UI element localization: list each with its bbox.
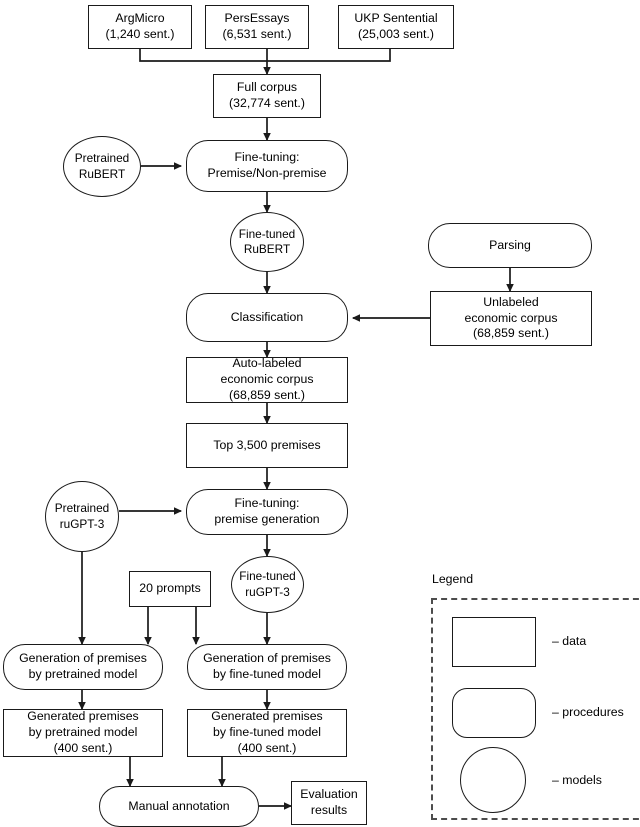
node-argmicro[interactable]: ArgMicro (1,240 sent.) bbox=[88, 5, 192, 49]
node-pretrained-rubert-line1: Pretrained bbox=[74, 151, 130, 166]
node-generated-finetuned-line3: (400 sent.) bbox=[237, 740, 297, 755]
node-ukp-line1: UKP Sentential bbox=[354, 11, 438, 26]
node-ukp-sentential[interactable]: UKP Sentential (25,003 sent.) bbox=[338, 5, 454, 49]
node-generated-finetuned-line1: Generated premises bbox=[211, 709, 323, 724]
node-unlabeled-line1: Unlabeled bbox=[483, 294, 539, 309]
node-persessays-line1: PersEssays bbox=[224, 11, 290, 26]
node-parsing[interactable]: Parsing bbox=[428, 223, 592, 268]
node-argmicro-line1: ArgMicro bbox=[115, 11, 165, 26]
node-gen-finetuned-line2: by fine-tuned model bbox=[212, 667, 321, 681]
node-generated-finetuned-line2: by fine-tuned model bbox=[212, 725, 321, 740]
node-generation-by-finetuned-model[interactable]: Generation of premises by fine-tuned mod… bbox=[187, 644, 347, 690]
node-generated-premises-finetuned[interactable]: Generated premises by fine-tuned model (… bbox=[187, 709, 347, 757]
node-finetuned-rubert-line1: Fine-tuned bbox=[238, 226, 296, 241]
legend-shape-models bbox=[460, 747, 526, 813]
node-manual-annotation[interactable]: Manual annotation bbox=[99, 786, 259, 827]
node-finetuning-pnp-line1: Fine-tuning: bbox=[234, 150, 300, 165]
node-generated-pretrained-line1: Generated premises bbox=[27, 709, 139, 724]
node-generation-by-pretrained-model[interactable]: Generation of premises by pretrained mod… bbox=[3, 644, 163, 690]
node-finetuning-premise-nonpremise[interactable]: Fine-tuning: Premise/Non-premise bbox=[186, 140, 348, 192]
node-finetuned-rugpt-line2: ruGPT-3 bbox=[245, 584, 290, 599]
node-finetuning-pnp-line2: Premise/Non-premise bbox=[207, 166, 327, 180]
node-persessays-line2: (6,531 sent.) bbox=[222, 27, 292, 41]
node-generated-pretrained-line3: (400 sent.) bbox=[53, 740, 113, 755]
node-finetuned-rubert[interactable]: Fine-tuned RuBERT bbox=[230, 212, 304, 272]
node-generated-pretrained-line2: by pretrained model bbox=[28, 725, 138, 740]
node-manual-annotation-line1: Manual annotation bbox=[128, 798, 230, 813]
node-autolabeled-line2: economic corpus bbox=[220, 372, 314, 387]
legend-label-data: – data bbox=[552, 634, 587, 648]
node-autolabeled-line3: (68,859 sent.) bbox=[229, 387, 305, 402]
node-evaluation-line2: results bbox=[310, 803, 348, 817]
node-finetuned-rugpt-line1: Fine-tuned bbox=[239, 569, 296, 584]
node-classification-line1: Classification bbox=[230, 309, 304, 324]
node-top-premises-line1: Top 3,500 premises bbox=[213, 437, 321, 452]
node-top-premises[interactable]: Top 3,500 premises bbox=[186, 423, 348, 468]
legend-container bbox=[431, 598, 640, 820]
node-full-corpus-line1: Full corpus bbox=[236, 80, 298, 95]
node-ukp-line2: (25,003 sent.) bbox=[358, 27, 434, 41]
node-autolabeled-line1: Auto-labeled bbox=[232, 356, 302, 371]
node-finetuning-gen-line1: Fine-tuning: bbox=[234, 496, 300, 511]
edge-sources-bus bbox=[139, 49, 391, 62]
legend-label-models: – models bbox=[552, 773, 602, 787]
legend-shape-data bbox=[452, 617, 536, 667]
node-full-corpus-line2: (32,774 sent.) bbox=[229, 96, 305, 110]
node-pretrained-rubert-line2: RuBERT bbox=[78, 166, 126, 181]
node-finetuning-premise-generation[interactable]: Fine-tuning: premise generation bbox=[186, 489, 348, 535]
node-gen-pretrained-line2: by pretrained model bbox=[28, 667, 138, 681]
node-parsing-line1: Parsing bbox=[489, 237, 531, 252]
node-generated-premises-pretrained[interactable]: Generated premises by pretrained model (… bbox=[3, 709, 163, 757]
node-20-prompts[interactable]: 20 prompts bbox=[129, 571, 211, 607]
node-full-corpus[interactable]: Full corpus (32,774 sent.) bbox=[213, 74, 321, 118]
node-finetuning-gen-line2: premise generation bbox=[214, 512, 320, 526]
node-evaluation-results[interactable]: Evaluation results bbox=[291, 781, 367, 825]
legend-title: Legend bbox=[432, 572, 474, 586]
node-gen-pretrained-line1: Generation of premises bbox=[19, 651, 147, 666]
node-unlabeled-line3: (68,859 sent.) bbox=[473, 326, 549, 341]
node-classification[interactable]: Classification bbox=[186, 293, 348, 342]
node-evaluation-line1: Evaluation bbox=[300, 787, 358, 802]
node-pretrained-rugpt-line2: ruGPT-3 bbox=[59, 516, 105, 531]
node-finetuned-rugpt3[interactable]: Fine-tuned ruGPT-3 bbox=[231, 556, 304, 613]
node-pretrained-rugpt3[interactable]: Pretrained ruGPT-3 bbox=[45, 481, 119, 552]
node-unlabeled-economic-corpus[interactable]: Unlabeled economic corpus (68,859 sent.) bbox=[430, 291, 592, 346]
node-gen-finetuned-line1: Generation of premises bbox=[203, 651, 331, 666]
node-persessays[interactable]: PersEssays (6,531 sent.) bbox=[205, 5, 309, 49]
node-finetuned-rubert-line2: RuBERT bbox=[243, 242, 291, 256]
node-pretrained-rubert[interactable]: Pretrained RuBERT bbox=[63, 136, 141, 197]
node-prompts-line1: 20 prompts bbox=[139, 581, 201, 596]
legend-shape-procedures bbox=[452, 688, 536, 738]
node-argmicro-line2: (1,240 sent.) bbox=[105, 27, 175, 41]
legend-label-procedures: – procedures bbox=[552, 705, 624, 719]
node-pretrained-rugpt-line1: Pretrained bbox=[54, 501, 110, 516]
node-autolabeled-economic-corpus[interactable]: Auto-labeled economic corpus (68,859 sen… bbox=[186, 356, 348, 403]
node-unlabeled-line2: economic corpus bbox=[464, 310, 558, 325]
